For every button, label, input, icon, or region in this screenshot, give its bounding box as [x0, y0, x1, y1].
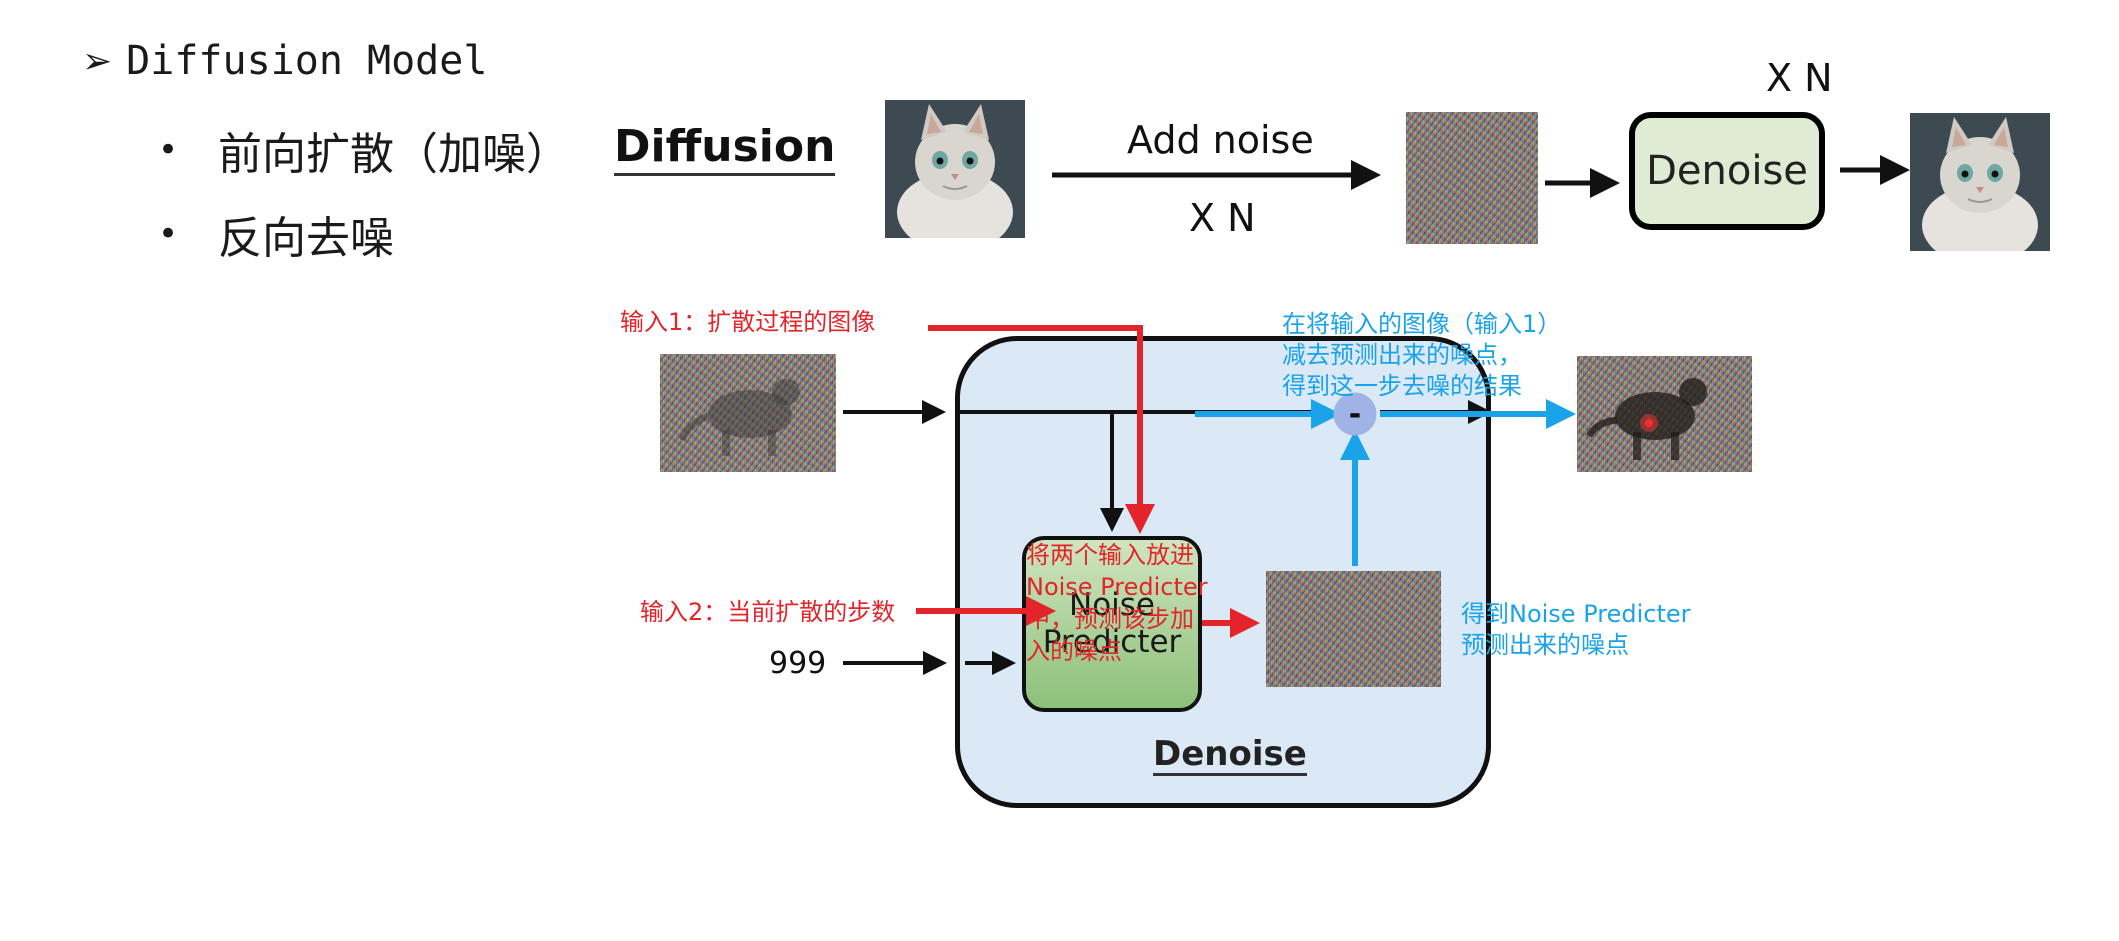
put-in-line: 将两个输入放进	[1026, 541, 1194, 569]
put-in-line: 入的噪点	[1026, 637, 1122, 665]
slide-heading: ➢ Diffusion Model	[82, 38, 487, 84]
heading-text: Diffusion Model	[126, 38, 488, 84]
put-in-line: 中，预测该步加	[1026, 605, 1194, 633]
heading-arrow-icon: ➢	[82, 40, 113, 82]
subtract-line: 得到这一步去噪的结果	[1282, 372, 1522, 400]
predicted-noise-annotation: 得到Noise Predicter 预测出来的噪点	[1461, 599, 1691, 661]
put-in-annotation: 将两个输入放进 Noise Predicter 中，预测该步加 入的噪点	[1026, 539, 1208, 667]
subtract-node	[1333, 392, 1377, 436]
step-number-label: 999	[769, 646, 827, 681]
diffusion-title: Diffusion	[614, 121, 836, 176]
bullet-marker: •	[158, 214, 179, 254]
subtract-line: 减去预测出来的噪点，	[1282, 341, 1522, 369]
bullet-forward: • 前向扩散（加噪）	[158, 118, 570, 182]
output-cat-image	[1910, 113, 2050, 251]
noise-predicter-line2: Predicter	[1042, 624, 1182, 660]
predicted-line: 得到Noise Predicter	[1461, 600, 1691, 628]
noise-predicter-line1: Noise	[1069, 586, 1155, 623]
add-noise-label: Add noise	[1127, 118, 1314, 162]
repeat-above-label: X N	[1766, 56, 1833, 100]
bullet-marker: •	[158, 130, 179, 170]
repeat-below-label: X N	[1189, 196, 1256, 240]
predicted-noise-image	[1266, 571, 1441, 687]
full-noise-image	[1406, 112, 1538, 244]
bullet-reverse: • 反向去噪	[158, 202, 394, 266]
denoised-cat-output-image	[1577, 356, 1752, 472]
clean-cat-image	[885, 100, 1025, 238]
subtract-annotation: 在将输入的图像（输入1） 减去预测出来的噪点， 得到这一步去噪的结果	[1282, 309, 1561, 402]
input2-annotation: 输入2：当前扩散的步数	[640, 598, 896, 626]
subtract-line: 在将输入的图像（输入1）	[1282, 310, 1562, 338]
denoise-module-caption: Denoise	[1153, 735, 1307, 777]
input1-annotation: 输入1：扩散过程的图像	[620, 308, 876, 336]
subtract-sign: -	[1349, 397, 1361, 432]
predicted-line: 预测出来的噪点	[1461, 631, 1629, 659]
bullet-text: 反向去噪	[218, 213, 394, 264]
put-in-line: Noise Predicter	[1026, 573, 1208, 601]
noisy-cat-input-image	[660, 354, 836, 472]
denoise-block-label: Denoise	[1646, 148, 1808, 194]
input1-red-arrow	[928, 325, 1155, 534]
bullet-text: 前向扩散（加噪）	[218, 129, 570, 180]
denoise-block: Denoise	[1629, 112, 1825, 230]
